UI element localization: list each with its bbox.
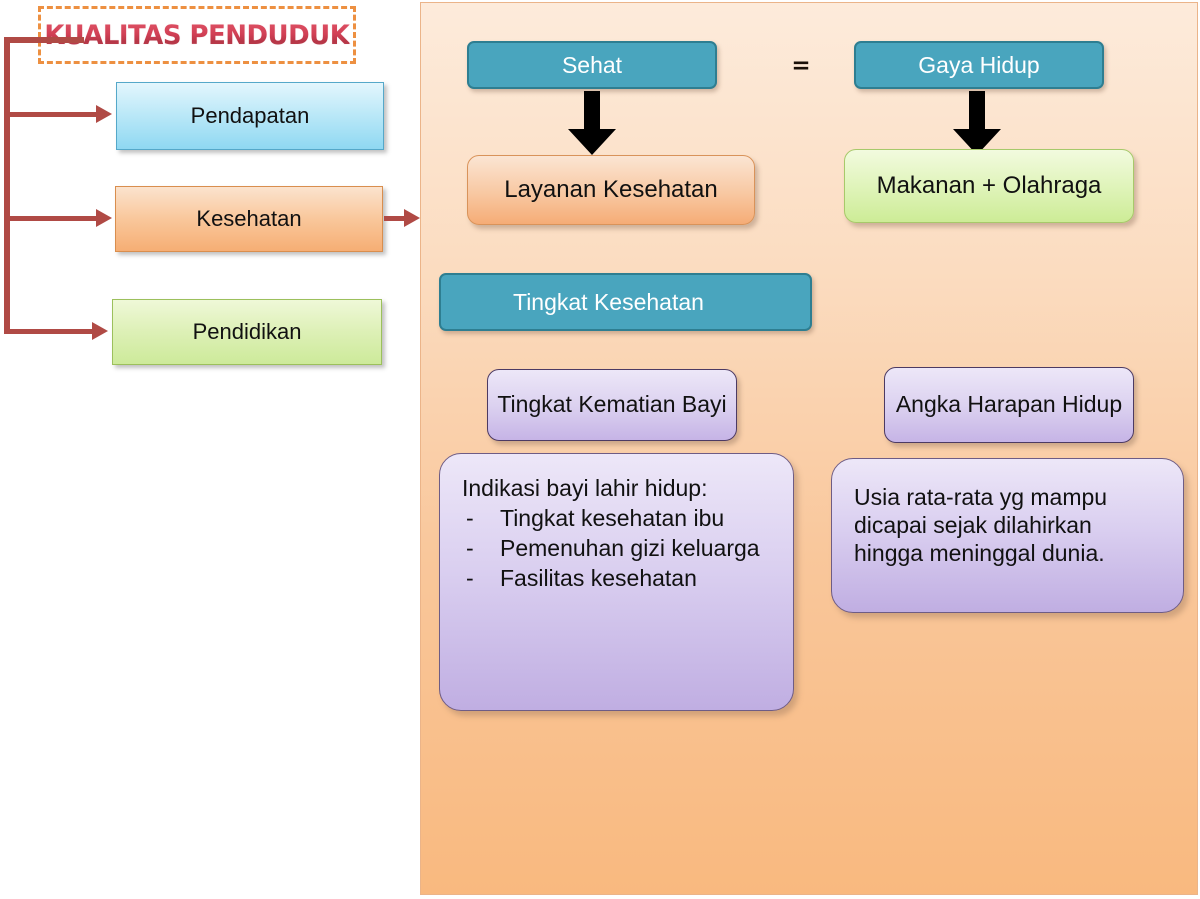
bullet-mark-icon: - [466,535,474,562]
equals-symbol: = [791,53,811,79]
connector-trunk-vertical [4,37,10,334]
section-header-tingkat-kesehatan[interactable]: Tingkat Kesehatan [439,273,812,331]
result-box-layanan-kesehatan[interactable]: Layanan Kesehatan [467,155,755,225]
detail-box-life-expectancy: Usia rata-rata yg mampu dicapai sejak di… [831,458,1184,613]
header-box-sehat[interactable]: Sehat [467,41,717,89]
category-box-pendapatan[interactable]: Pendapatan [116,82,384,150]
indicator-box-angka-harapan-hidup[interactable]: Angka Harapan Hidup [884,367,1134,443]
indicator-box-tingkat-kematian-bayi[interactable]: Tingkat Kematian Bayi [487,369,737,441]
page-title: KUALITAS PENDUDUK [44,19,350,51]
connector-trunk-top [4,37,84,43]
down-arrow-icon-gaya-hidup [949,91,1005,157]
bullet-text: Tingkat kesehatan ibu [500,505,725,532]
bullet-text: Pemenuhan gizi keluarga [500,535,760,562]
page-title-box: KUALITAS PENDUDUK [38,6,356,64]
category-box-pendidikan[interactable]: Pendidikan [112,299,382,365]
detail-box-infant-mortality: Indikasi bayi lahir hidup: - Tingkat kes… [439,453,794,711]
list-item: - Tingkat kesehatan ibu [462,504,777,532]
connector-branch-kesehatan [7,216,105,221]
bullet-mark-icon: - [466,505,474,532]
left-panel: KUALITAS PENDUDUK Pendapatan Kesehatan P… [0,0,420,899]
connector-branch-pendidikan [7,329,101,334]
result-label-makanan-olahraga: Makanan + Olahraga [876,172,1102,199]
category-box-kesehatan[interactable]: Kesehatan [115,186,383,252]
connector-branch-pendapatan [7,112,105,117]
arrow-icon-pendapatan [96,105,112,123]
detail-heading-indikasi: Indikasi bayi lahir hidup: [462,475,708,501]
detail-text-life-expectancy: Usia rata-rata yg mampu dicapai sejak di… [854,484,1108,567]
result-label-layanan-kesehatan: Layanan Kesehatan [504,176,718,203]
down-arrow-icon-sehat [564,91,620,157]
arrow-icon-kesehatan-to-detail [404,209,420,227]
indicator-label-tingkat-kematian-bayi: Tingkat Kematian Bayi [497,391,727,418]
header-box-gaya-hidup[interactable]: Gaya Hidup [854,41,1104,89]
category-label-kesehatan: Kesehatan [196,206,302,231]
list-item: - Pemenuhan gizi keluarga [462,534,777,562]
detail-panel: Sehat = Gaya Hidup Layanan Kesehatan Mak… [420,2,1198,895]
result-box-makanan-olahraga[interactable]: Makanan + Olahraga [844,149,1134,223]
arrow-icon-pendidikan [92,322,108,340]
header-label-gaya-hidup: Gaya Hidup [918,51,1040,78]
bullet-mark-icon: - [466,565,474,592]
arrow-icon-kesehatan [96,209,112,227]
header-label-sehat: Sehat [561,51,623,78]
list-item: - Fasilitas kesehatan [462,564,777,592]
category-label-pendidikan: Pendidikan [192,319,302,344]
section-header-label: Tingkat Kesehatan [513,288,704,315]
bullet-text: Fasilitas kesehatan [500,565,697,592]
category-label-pendapatan: Pendapatan [190,103,310,128]
indicator-label-angka-harapan-hidup: Angka Harapan Hidup [895,391,1123,418]
connector-kesehatan-to-detail [384,216,410,221]
